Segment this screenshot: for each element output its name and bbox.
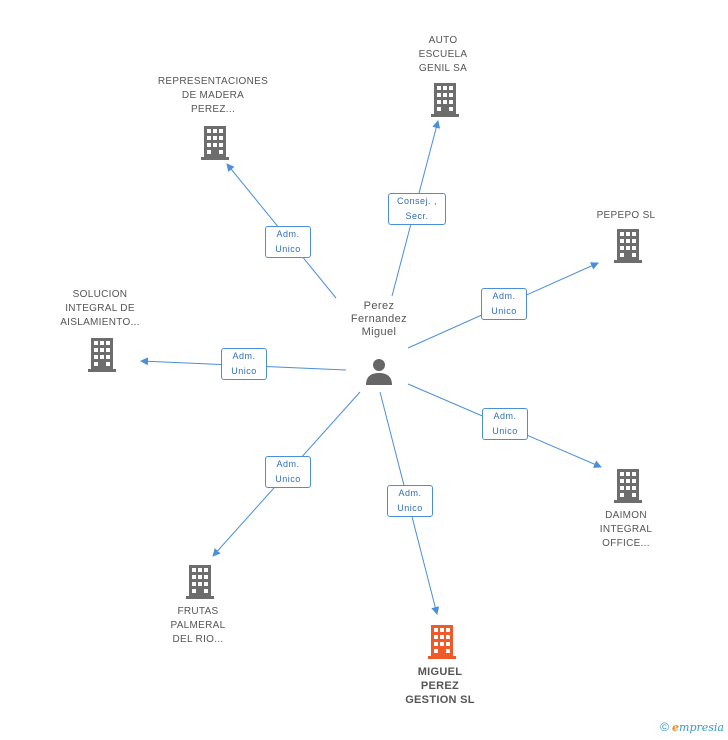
company-label-pepepo[interactable]: PEPEPO SL xyxy=(596,210,656,221)
company-label-auto-escuela[interactable]: AUTO ESCUELA GENIL SA xyxy=(418,35,468,74)
building-icon[interactable] xyxy=(88,338,116,372)
edge-label-representaciones[interactable]: Adm. Unico xyxy=(265,226,311,258)
company-label-representaciones[interactable]: REPRESENTACIONES DE MADERA PEREZ... xyxy=(157,76,269,115)
edge-label-solucion[interactable]: Adm. Unico xyxy=(221,348,267,380)
building-icon[interactable] xyxy=(431,83,459,117)
person-label[interactable]: Perez Fernandez Miguel xyxy=(350,300,408,338)
building-icon[interactable] xyxy=(614,229,642,263)
edge-label-miguel-perez[interactable]: Adm. Unico xyxy=(387,485,433,517)
empresia-brand[interactable]: © empresia xyxy=(660,720,724,734)
brand-name: empresia xyxy=(672,721,724,734)
company-label-frutas[interactable]: FRUTAS PALMERAL DEL RIO... xyxy=(170,606,226,645)
edge-label-pepepo[interactable]: Adm. Unico xyxy=(481,288,527,320)
edge-label-frutas[interactable]: Adm. Unico xyxy=(265,456,311,488)
building-icon[interactable] xyxy=(186,565,214,599)
building-icon[interactable] xyxy=(614,469,642,503)
edge-label-auto-escuela[interactable]: Consej. , Secr. xyxy=(388,193,446,225)
company-label-daimon[interactable]: DAIMON INTEGRAL OFFICE... xyxy=(599,510,653,549)
building-icon[interactable] xyxy=(201,126,229,160)
copyright-symbol: © xyxy=(660,720,669,734)
edge-label-daimon[interactable]: Adm. Unico xyxy=(482,408,528,440)
company-label-miguel-perez[interactable]: MIGUEL PEREZ GESTION SL xyxy=(405,666,475,706)
company-label-solucion[interactable]: SOLUCION INTEGRAL DE AISLAMIENTO... xyxy=(60,289,140,328)
building-icon[interactable] xyxy=(428,625,456,659)
person-icon[interactable] xyxy=(366,359,392,385)
